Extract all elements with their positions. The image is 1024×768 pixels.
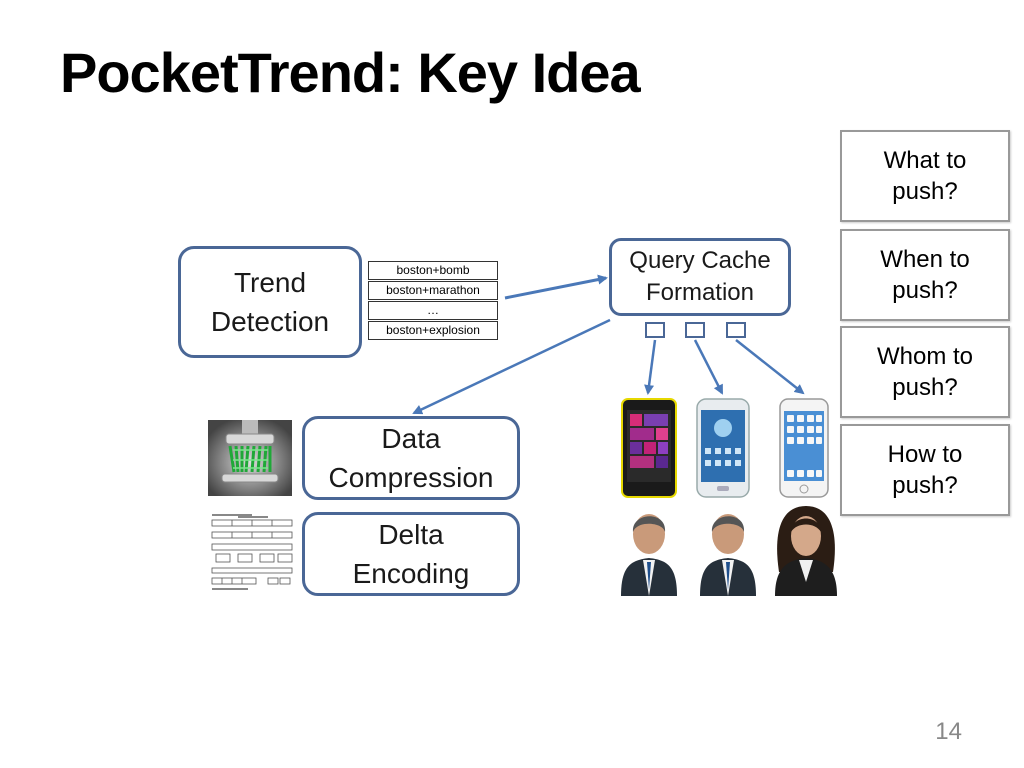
cache-item-icon (685, 322, 705, 338)
data-compression-box: Data Compression (302, 416, 520, 500)
user-male-icon (621, 514, 677, 596)
phone-windows-icon (621, 398, 677, 498)
data-compression-line1: Data (381, 422, 441, 454)
slide-title: PocketTrend: Key Idea (60, 41, 641, 104)
question-what-line1: What to (883, 146, 967, 174)
user-male-icon (700, 514, 756, 596)
trend-detection-line1: Trend (233, 266, 307, 298)
trend-detection-box: Trend Detection (178, 246, 362, 358)
arrow-cache-to-phone-3 (735, 339, 805, 395)
arrow-cache-to-phone-1 (644, 339, 657, 395)
question-when-box: When to push? (840, 229, 1010, 321)
delta-encoding-box: Delta Encoding (302, 512, 520, 596)
user-female-icon (775, 506, 837, 596)
question-how-box: How to push? (840, 424, 1010, 516)
question-how-line1: How to (887, 440, 963, 468)
phone-galaxy-icon (696, 398, 750, 498)
question-whom-line2: push? (892, 374, 958, 401)
trend-detection-line2: Detection (210, 306, 330, 337)
delta-encoding-diagram-icon (211, 514, 293, 590)
query-cache-line2: Formation (645, 279, 755, 306)
arrow-keywords-to-cache (504, 274, 608, 300)
keyword-list: boston+bomb boston+marathon … boston+exp… (368, 261, 498, 341)
query-cache-box: Query Cache Formation (609, 238, 791, 316)
question-whom-box: Whom to push? (840, 326, 1010, 418)
question-what-box: What to push? (840, 130, 1010, 222)
cache-item-icon (726, 322, 746, 338)
compression-press-icon (208, 420, 292, 496)
keyword-item: boston+marathon (368, 281, 498, 300)
question-whom-line1: Whom to (876, 342, 974, 370)
data-compression-line2: Compression (328, 462, 494, 493)
question-what-line2: push? (892, 178, 958, 205)
cache-item-icon (645, 322, 665, 338)
slide-number: 14 (935, 718, 962, 745)
question-when-line2: push? (892, 277, 958, 304)
arrow-cache-to-compression (412, 318, 611, 415)
delta-encoding-line1: Delta (378, 518, 444, 550)
question-when-line1: When to (880, 245, 970, 273)
question-how-line2: push? (892, 472, 958, 499)
keyword-item: boston+explosion (368, 321, 498, 340)
delta-encoding-line2: Encoding (352, 558, 470, 589)
phone-iphone-icon (779, 398, 829, 498)
keyword-item: … (368, 301, 498, 320)
keyword-item: boston+bomb (368, 261, 498, 280)
arrow-cache-to-phone-2 (693, 339, 724, 395)
query-cache-line1: Query Cache (629, 246, 771, 274)
